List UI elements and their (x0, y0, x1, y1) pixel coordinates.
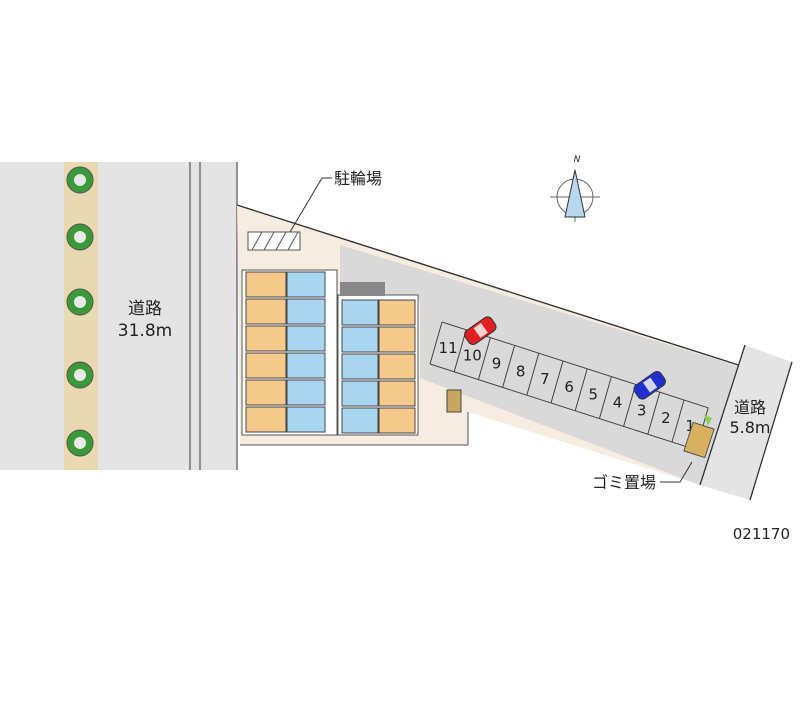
site-boundary (236, 204, 749, 369)
parking-space-6: 6 (564, 378, 574, 396)
bicycle-parking-area (247, 231, 301, 251)
stall-line (502, 345, 516, 388)
compass-icon (550, 169, 600, 222)
parking-space-7: 7 (540, 370, 550, 388)
bicycle-parking-hatch (251, 231, 299, 251)
parking-space-10: 10 (463, 347, 482, 365)
garbage-leader (660, 461, 693, 483)
stall-line (526, 353, 540, 396)
bicycle-parking-label: 駐輪場 (334, 169, 382, 188)
unit (245, 352, 287, 379)
property-code: 021170 (733, 525, 790, 543)
parking-space-11: 11 (439, 339, 458, 357)
stall-line (550, 360, 564, 404)
unit-bath (341, 353, 379, 380)
parking-lot (340, 245, 745, 485)
stall-line (477, 337, 491, 380)
unit-bath (341, 380, 379, 407)
tree-icon-center (74, 369, 86, 381)
unit-bath (286, 352, 326, 379)
unit (245, 406, 287, 433)
stall-line (574, 368, 588, 411)
apartment-building (241, 269, 462, 436)
unit-bath (286, 298, 326, 325)
parking-space-8: 8 (516, 362, 526, 380)
main-road (0, 162, 237, 470)
side-road (700, 345, 792, 500)
parking-space-2: 2 (661, 409, 671, 427)
road-edge (749, 361, 793, 501)
tree-icon-center (74, 437, 86, 449)
main-road-label: 道路 (128, 299, 162, 319)
stall-line (647, 392, 661, 435)
unit (378, 407, 416, 434)
unit-bath (286, 325, 326, 352)
unit-bath (341, 299, 379, 326)
unit (245, 379, 287, 406)
car-icon (633, 371, 666, 400)
unit (378, 380, 416, 407)
stall-line (429, 321, 443, 365)
unit (378, 353, 416, 380)
parking-space-5: 5 (589, 386, 599, 404)
unit-bath (286, 379, 326, 406)
stall-line (671, 399, 685, 443)
stall-line (598, 376, 612, 419)
parking-space-3: 3 (637, 401, 647, 419)
garbage-area (683, 421, 715, 459)
parking-space-1: 1 (685, 417, 695, 435)
unit-bath (341, 326, 379, 353)
bicycle-parking-leader (289, 177, 332, 233)
stairs (340, 282, 385, 296)
mailbox (446, 389, 462, 413)
sidewalk-strip (64, 162, 98, 470)
stall-line (453, 329, 467, 372)
garbage-marker (704, 415, 712, 426)
unit-bath (286, 271, 326, 298)
side-road-width: 5.8m (729, 418, 770, 437)
parking-space-9: 9 (492, 355, 502, 373)
unit (245, 325, 287, 352)
compass-north-label: N (574, 155, 581, 165)
tree-icon-center (74, 231, 86, 243)
street-trees (66, 166, 94, 457)
stall-line (429, 363, 697, 451)
car-icon (464, 316, 497, 345)
tree-icon-center (74, 174, 86, 186)
garbage-area-label: ゴミ置場 (592, 473, 656, 492)
unit (378, 299, 416, 326)
side-road-label: 道路 (734, 398, 766, 417)
unit (378, 326, 416, 353)
main-road-width: 31.8m (118, 321, 172, 341)
stall-line (623, 384, 637, 427)
unit (245, 271, 287, 298)
road-edge (699, 344, 746, 486)
tree-icon-center (74, 296, 86, 308)
parking-space-4: 4 (613, 394, 623, 412)
unit-bath (341, 407, 379, 434)
unit-bath (286, 406, 326, 433)
unit (245, 298, 287, 325)
